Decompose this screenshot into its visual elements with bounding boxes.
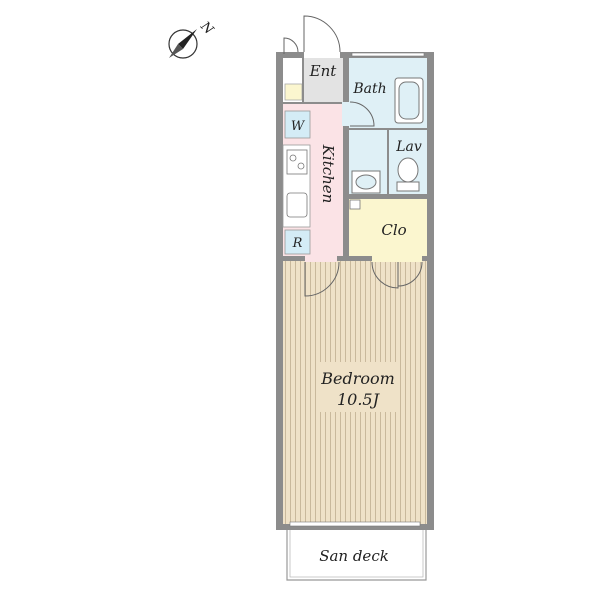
- entrance-door-swing: [303, 15, 341, 53]
- toilet-bowl: [397, 157, 419, 183]
- kitchen-counter: [282, 144, 311, 228]
- compass-label: N: [197, 18, 217, 38]
- bath-label: Bath: [352, 81, 386, 97]
- bathtub-basin: [398, 81, 420, 120]
- bath-door-opening: [342, 102, 350, 126]
- closet-door-swing-left: [371, 261, 399, 289]
- wash-basin-bowl: [355, 174, 377, 190]
- bathtub: [394, 77, 424, 124]
- wall-lav-divider: [387, 130, 389, 194]
- wall-lav-closet: [349, 194, 427, 199]
- toilet-icon: [396, 157, 420, 192]
- north-arrow-tail-icon: [169, 44, 183, 58]
- bedroom-label-box: [320, 362, 396, 412]
- bath-door-swing: [349, 101, 375, 127]
- deck-railing: [286, 530, 427, 581]
- shoe-cabinet: [284, 83, 303, 101]
- closet-door-swing-right: [397, 261, 423, 287]
- washer-outline: [284, 110, 311, 139]
- north-arrow-icon: [178, 29, 197, 49]
- bedroom-door-swing: [304, 261, 340, 297]
- wall-kitchen-bedroom: [283, 256, 427, 261]
- shoe-cabinet-door-swing: [283, 37, 299, 54]
- entrance-floor: [303, 58, 343, 102]
- refrigerator-box: R: [284, 229, 311, 255]
- stove-icon: [286, 149, 308, 175]
- door-swings: [283, 15, 423, 297]
- bedroom-label: Bedroom: [320, 369, 395, 388]
- pipe-shaft: [349, 199, 361, 210]
- closet-floor: [349, 199, 427, 256]
- san-deck: San deck: [286, 530, 427, 581]
- compass: N: [168, 18, 217, 59]
- stove-burner-icon: [297, 162, 305, 170]
- wall-entry-shoe: [302, 58, 304, 102]
- wall-bath-lav: [349, 128, 427, 130]
- entrance-door-opening: [304, 50, 340, 58]
- stove-burner-icon: [289, 154, 297, 162]
- closet-label: Clo: [381, 221, 406, 239]
- window-top-right: [351, 52, 425, 57]
- bedroom-door-opening: [305, 255, 337, 262]
- lavatory-label: Lav: [395, 139, 422, 155]
- bedroom-window: [289, 521, 421, 527]
- wash-basin: [351, 170, 381, 194]
- toilet-tank: [396, 181, 420, 192]
- deck-railing-inner: [289, 530, 424, 578]
- washer-box: W: [284, 110, 311, 139]
- refrigerator-outline: [284, 229, 311, 255]
- closet-door-opening: [372, 255, 422, 262]
- refrigerator-label: R: [292, 236, 303, 251]
- entrance-label: Ent: [309, 62, 338, 80]
- wall-kitchen-bath: [343, 58, 349, 256]
- kitchen-label: Kitchen: [319, 144, 337, 204]
- deck-label: San deck: [319, 547, 389, 565]
- bedroom-size-label: 10.5J: [337, 390, 381, 409]
- sink-icon: [286, 192, 308, 218]
- washer-label: W: [291, 119, 306, 134]
